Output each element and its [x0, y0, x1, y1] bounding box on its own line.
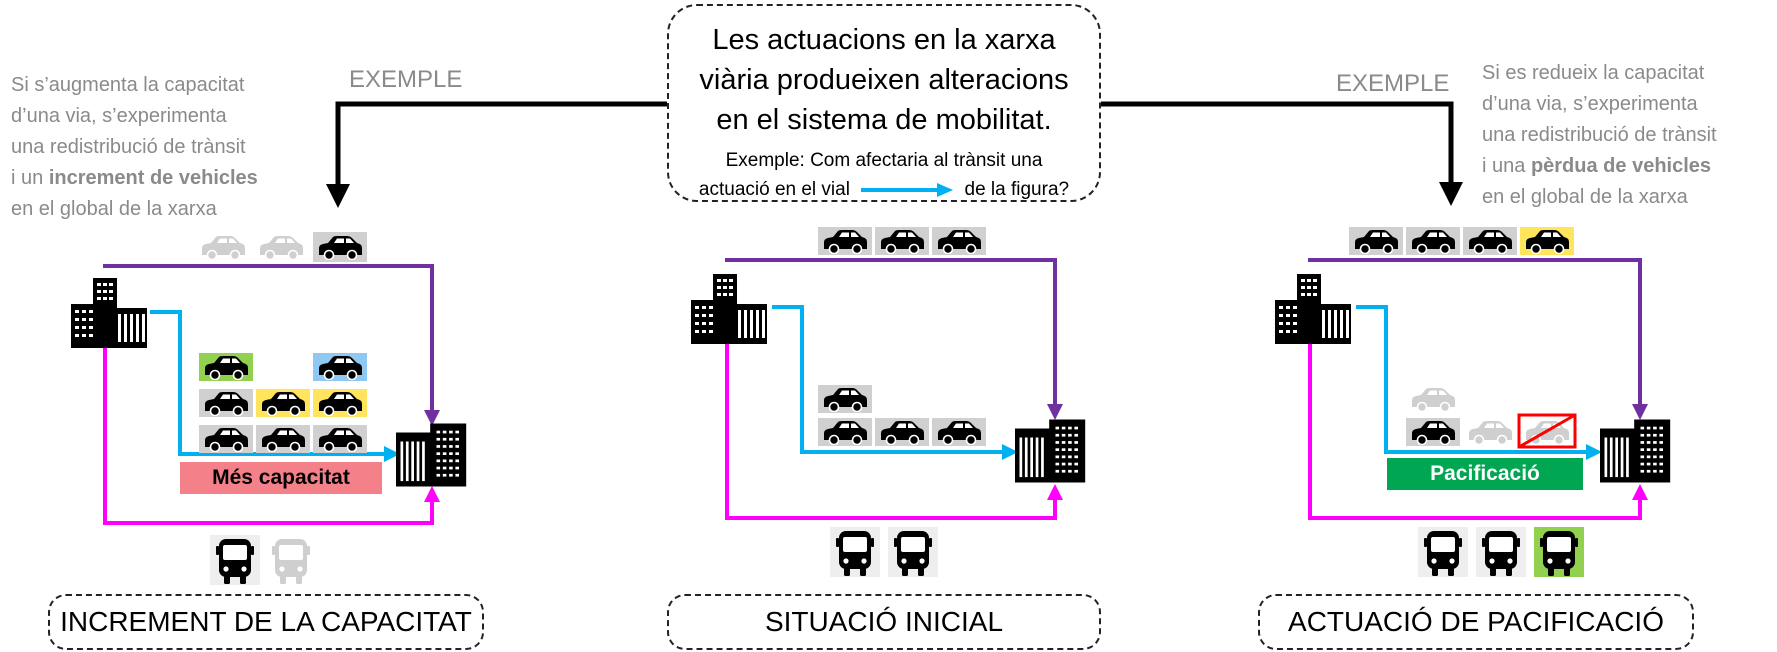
exemple-label-right: EXEMPLE — [1336, 70, 1450, 97]
right-note-line4: i una pèrdua de vehicles — [1482, 151, 1717, 182]
purple-route — [725, 258, 1057, 406]
right-note-line: Si es redueix la capacitat — [1482, 62, 1705, 84]
buses — [1418, 527, 1584, 577]
left-note-line: en el global de la xarxa — [11, 198, 217, 220]
removed-car-cross-icon — [1517, 413, 1577, 449]
panel-initial-situation — [691, 227, 1086, 577]
left-note-prefix: i un — [11, 167, 49, 189]
header-example-line1: Exemple: Com afectaria al trànsit una — [725, 150, 1043, 171]
left-note-bold: increment de vehicles — [48, 167, 258, 189]
left-note-line: d’una via, s’experimenta — [11, 105, 227, 127]
panel-traffic-calming — [1275, 227, 1671, 577]
header-title-line: viària produeixen alteracions — [699, 64, 1069, 96]
header-title: Les actuacions en la xarxa viària produe… — [669, 20, 1099, 140]
origin-building-icon — [71, 278, 147, 348]
origin-building-icon — [1275, 274, 1351, 344]
caption-initial-situation: SITUACIÓ INICIAL — [667, 594, 1101, 650]
blue-route-cars — [1406, 387, 1577, 449]
blue-route-cars — [199, 353, 367, 453]
right-note-bold: pèrdua de vehicles — [1530, 155, 1712, 177]
magenta-route — [725, 336, 1057, 520]
blue-route — [772, 305, 1004, 454]
more-capacity-bar: Més capacitat — [180, 462, 382, 494]
buses — [830, 527, 938, 577]
panel-increment-capacity — [71, 232, 467, 585]
blue-route — [1356, 305, 1588, 454]
magenta-route — [1308, 336, 1642, 520]
caption-traffic-calming: ACTUACIÓ DE PACIFICACIÓ — [1258, 594, 1694, 650]
blue-arrow-icon — [861, 182, 954, 197]
destination-building-icon — [396, 423, 467, 487]
destination-building-icon — [1600, 419, 1671, 483]
blue-route — [150, 310, 386, 456]
top-cars — [201, 232, 367, 262]
exemple-connector-right — [1101, 101, 1463, 206]
header-example: Exemple: Com afectaria al trànsit una ac… — [669, 146, 1099, 204]
blue-route-cars — [818, 385, 986, 446]
pacification-bar: Pacificació — [1387, 458, 1583, 490]
header-example-after: de la figura? — [964, 179, 1070, 200]
right-note-line: una redistribució de trànsit — [1482, 124, 1717, 146]
right-note: Si es redueix la capacitat d’una via, s’… — [1482, 58, 1717, 213]
header-example-line2: actuació en el vial de la figura? — [669, 175, 1099, 204]
caption-increment-capacity: INCREMENT DE LA CAPACITAT — [48, 594, 484, 650]
purple-route — [103, 264, 434, 412]
header-box: Les actuacions en la xarxa viària produe… — [667, 4, 1101, 202]
destination-building-icon — [1015, 419, 1086, 483]
right-note-prefix: i una — [1482, 155, 1531, 177]
left-note-line: una redistribució de trànsit — [11, 136, 246, 158]
top-cars — [1349, 227, 1574, 255]
origin-building-icon — [691, 274, 767, 344]
exemple-label-left: EXEMPLE — [349, 66, 463, 93]
magenta-route — [103, 340, 434, 525]
purple-route — [1308, 258, 1642, 406]
header-title-line: en el sistema de mobilitat. — [716, 104, 1052, 136]
header-example-before: actuació en el vial — [698, 179, 850, 200]
buses — [210, 535, 310, 585]
top-cars — [818, 227, 986, 255]
exemple-connector-left — [326, 101, 667, 208]
header-title-line: Les actuacions en la xarxa — [712, 24, 1056, 56]
left-note-line4: i un increment de vehicles — [11, 163, 258, 194]
left-note: Si s’augmenta la capacitat d’una via, s’… — [11, 70, 258, 225]
right-note-line: d’una via, s’experimenta — [1482, 93, 1698, 115]
left-note-line: Si s’augmenta la capacitat — [11, 74, 245, 96]
right-note-line: en el global de la xarxa — [1482, 186, 1688, 208]
